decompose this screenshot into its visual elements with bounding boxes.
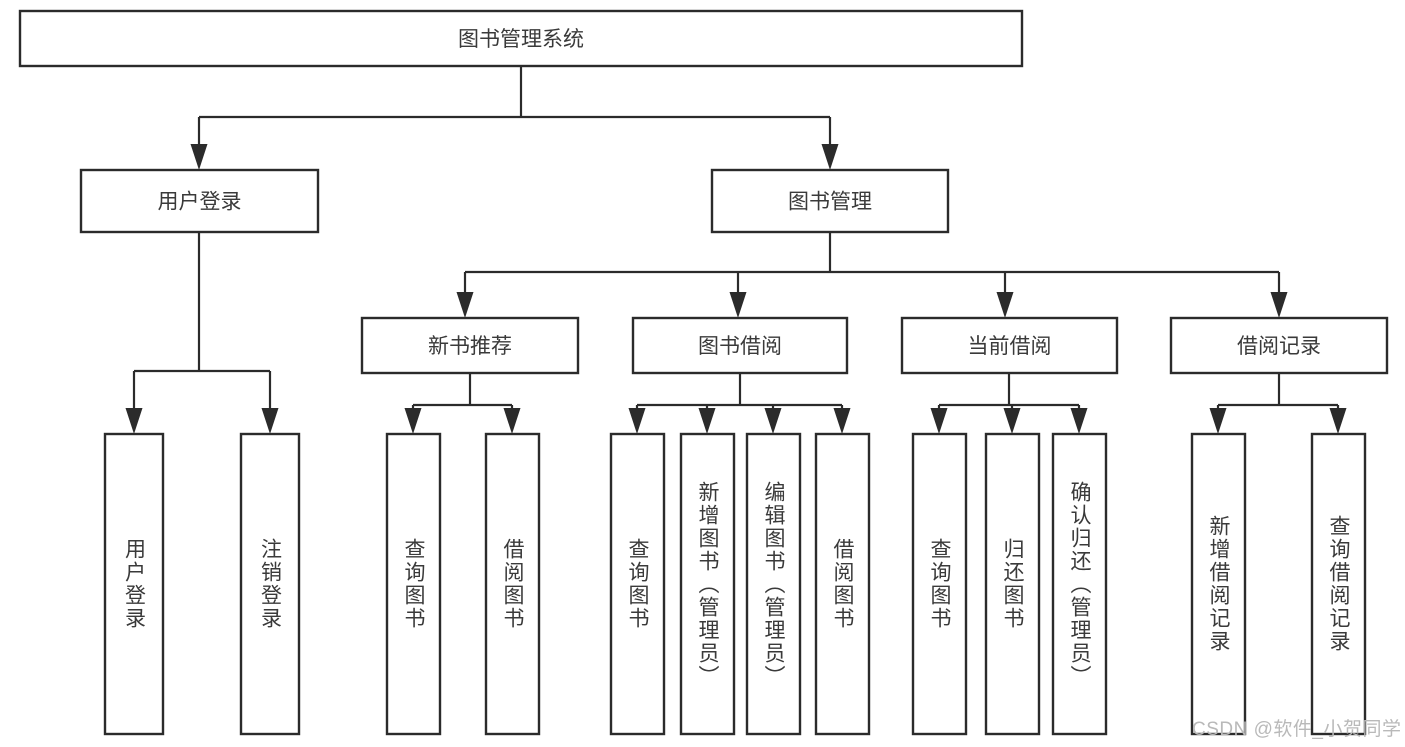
node-label-level2-0: 用户登录 bbox=[158, 191, 242, 214]
group-1-drop-1-arrowhead bbox=[698, 408, 716, 434]
node-box-leaf-10 bbox=[1051, 432, 1108, 736]
login-drop-1-arrowhead bbox=[261, 408, 279, 434]
node-box-leaf-6 bbox=[745, 432, 802, 736]
node-box-leaf-0 bbox=[103, 432, 165, 736]
node-label-level3-2: 当前借阅 bbox=[968, 335, 1052, 358]
books-drop-0-arrowhead bbox=[456, 292, 474, 318]
root-drop-1-arrowhead bbox=[821, 144, 839, 170]
books-drop-2-arrowhead bbox=[996, 292, 1014, 318]
node-box-layer bbox=[18, 9, 1389, 736]
group-0-drop-0-arrowhead bbox=[404, 408, 422, 434]
node-box-leaf-9 bbox=[984, 432, 1041, 736]
node-box-leaf-11 bbox=[1190, 432, 1247, 736]
node-box-root bbox=[18, 9, 1024, 68]
node-box-leaf-1 bbox=[239, 432, 301, 736]
node-label-level3-3: 借阅记录 bbox=[1237, 335, 1321, 358]
node-box-leaf-7 bbox=[814, 432, 871, 736]
group-3-drop-1-arrowhead bbox=[1329, 408, 1347, 434]
node-box-level2-0 bbox=[79, 168, 320, 234]
group-1-drop-2-arrowhead bbox=[764, 408, 782, 434]
node-box-leaf-5 bbox=[679, 432, 736, 736]
node-box-level3-0 bbox=[360, 316, 580, 375]
node-label-level3-0: 新书推荐 bbox=[428, 335, 512, 358]
node-label-root: 图书管理系统 bbox=[458, 28, 584, 51]
node-box-level3-2 bbox=[900, 316, 1119, 375]
root-drop-0-arrowhead bbox=[190, 144, 208, 170]
group-2-drop-1-arrowhead bbox=[1003, 408, 1021, 434]
node-label-level2-1: 图书管理 bbox=[788, 191, 872, 214]
group-2-drop-2-arrowhead bbox=[1070, 408, 1088, 434]
group-0-drop-1-arrowhead bbox=[503, 408, 521, 434]
group-2-drop-0-arrowhead bbox=[930, 408, 948, 434]
books-drop-3-arrowhead bbox=[1270, 292, 1288, 318]
connector-layer bbox=[125, 66, 1347, 434]
group-1-drop-0-arrowhead bbox=[628, 408, 646, 434]
group-1-drop-3-arrowhead bbox=[833, 408, 851, 434]
books-drop-1-arrowhead bbox=[729, 292, 747, 318]
group-3-drop-0-arrowhead bbox=[1209, 408, 1227, 434]
node-box-leaf-3 bbox=[484, 432, 541, 736]
csdn-watermark: CSDN @软件_小贺同学 bbox=[1192, 719, 1402, 740]
node-box-level3-3 bbox=[1169, 316, 1389, 375]
node-box-leaf-4 bbox=[609, 432, 666, 736]
node-label-level3-1: 图书借阅 bbox=[698, 335, 782, 358]
node-box-leaf-8 bbox=[911, 432, 968, 736]
node-box-leaf-2 bbox=[385, 432, 442, 736]
login-drop-0-arrowhead bbox=[125, 408, 143, 434]
node-box-leaf-12 bbox=[1310, 432, 1367, 736]
node-box-level2-1 bbox=[710, 168, 950, 234]
node-box-level3-1 bbox=[631, 316, 849, 375]
